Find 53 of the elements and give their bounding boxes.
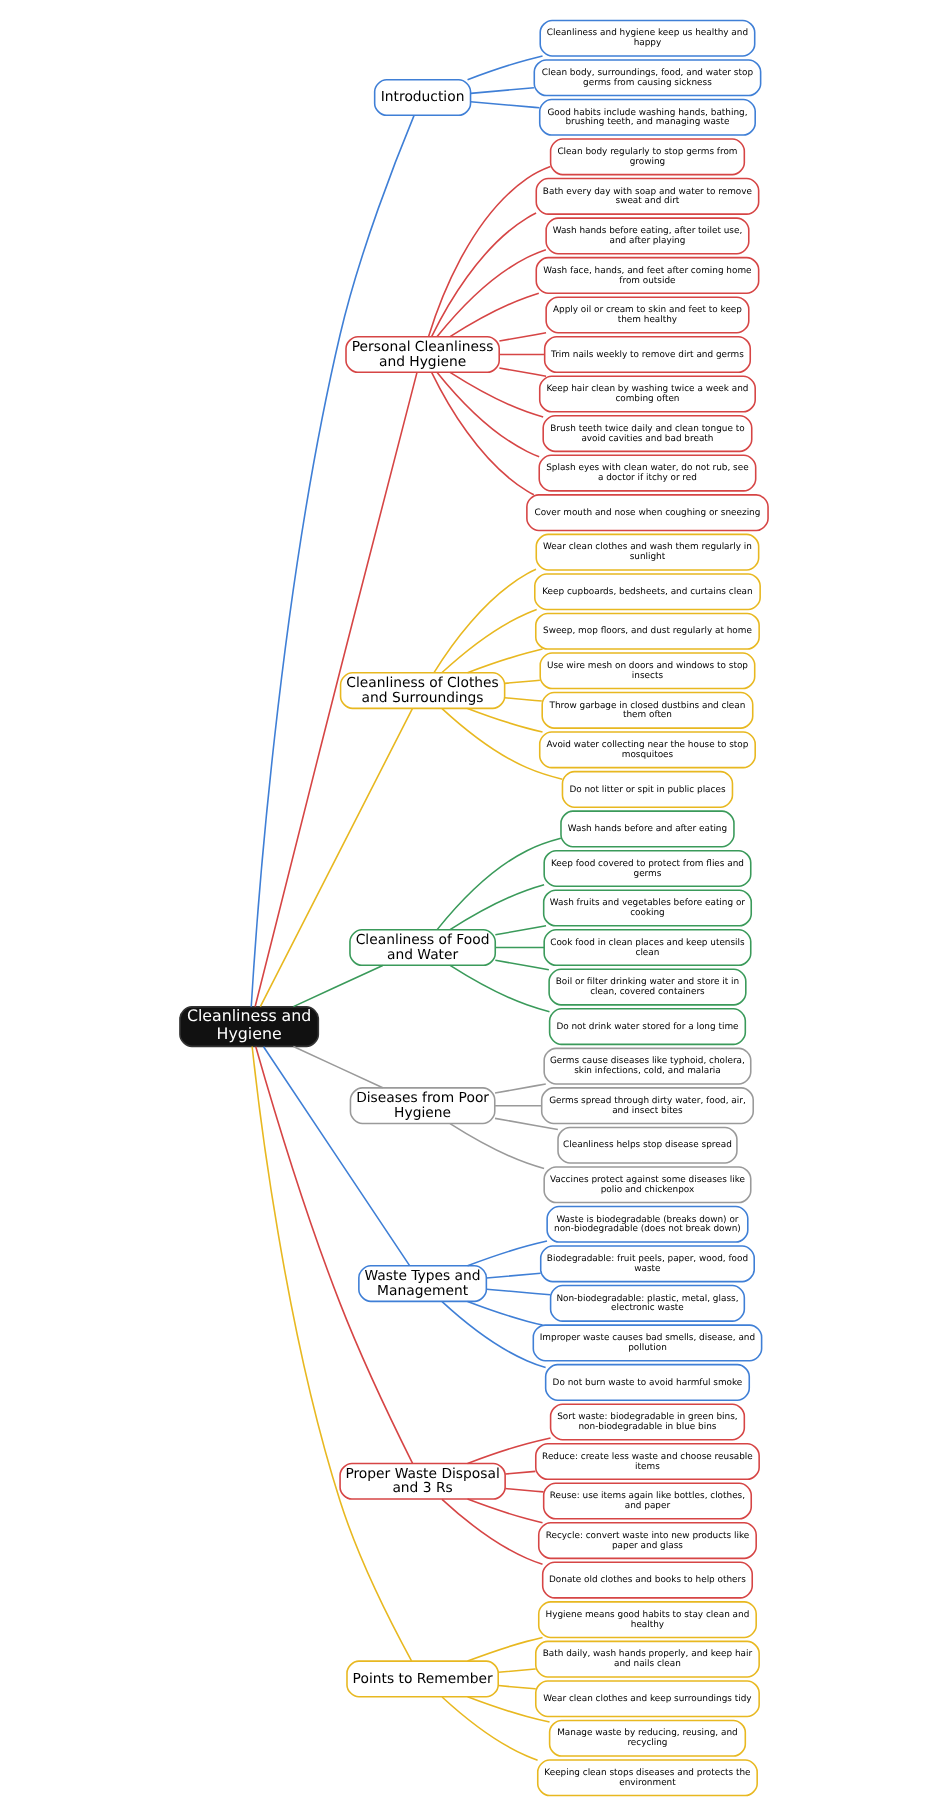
connector — [498, 332, 547, 342]
connector — [254, 371, 418, 1008]
connector — [498, 367, 547, 378]
connector — [503, 679, 541, 685]
connector — [494, 1083, 547, 1094]
connector — [436, 248, 547, 338]
connector — [433, 568, 537, 674]
connector — [436, 371, 540, 458]
connector — [494, 946, 545, 949]
connector — [449, 1122, 545, 1170]
connector — [449, 883, 545, 931]
connector — [441, 1498, 544, 1566]
connector — [441, 608, 538, 674]
connector — [494, 925, 547, 936]
connector — [494, 959, 550, 971]
connector — [449, 964, 551, 1013]
connector — [430, 212, 537, 338]
connector — [504, 1470, 537, 1475]
connector — [466, 1696, 551, 1723]
connector — [259, 707, 414, 1008]
connector — [427, 165, 552, 338]
connector — [436, 837, 562, 931]
connector — [292, 964, 384, 1008]
connector — [466, 1300, 544, 1326]
connector — [449, 292, 540, 338]
connector — [485, 1288, 552, 1296]
connector — [469, 86, 535, 95]
connector — [466, 707, 544, 733]
connector — [469, 100, 541, 109]
connector — [441, 707, 564, 780]
connector — [466, 1498, 544, 1524]
connector — [449, 371, 544, 418]
connector — [497, 1668, 537, 1674]
connector — [466, 1437, 552, 1465]
connector — [466, 1636, 544, 1662]
connector — [251, 1045, 413, 1662]
connector — [494, 1117, 559, 1131]
connector — [441, 1300, 547, 1369]
connector — [466, 648, 544, 674]
connector — [441, 1696, 539, 1762]
connector — [504, 1487, 545, 1493]
connector — [485, 1272, 542, 1279]
connector — [250, 114, 415, 1008]
connector — [498, 353, 546, 356]
connector — [255, 1045, 414, 1465]
connector — [503, 696, 543, 702]
connector — [466, 1240, 548, 1267]
connector — [497, 1684, 537, 1690]
connector — [494, 1104, 543, 1107]
connector — [466, 55, 544, 81]
connector — [292, 1045, 384, 1089]
connector — [430, 371, 535, 496]
connector — [262, 1046, 411, 1267]
